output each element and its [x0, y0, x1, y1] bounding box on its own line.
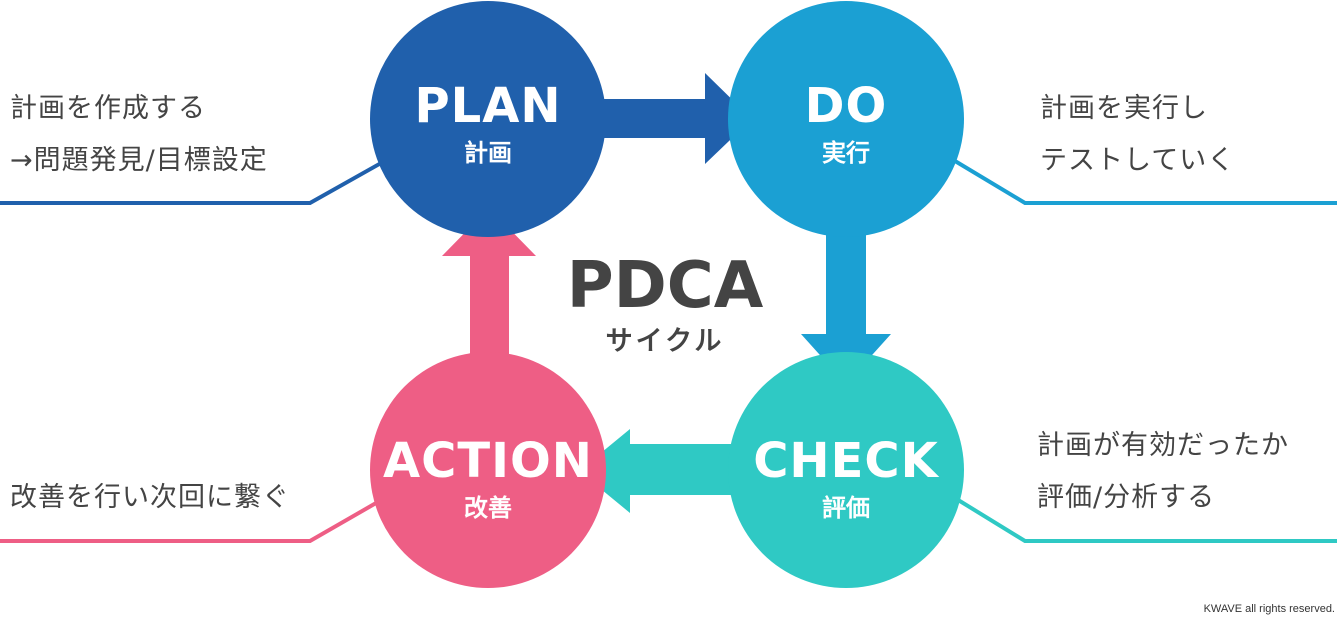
- center-title: PDCA: [566, 249, 764, 323]
- check-title: CHECK: [753, 433, 939, 489]
- action-to-plan-arrow: [442, 208, 536, 365]
- plan-desc-line: 計画を作成する: [10, 93, 206, 124]
- do-description: 計画を実行し テストしていく: [1040, 83, 1235, 187]
- check-desc-line: 計画が有効だったか: [1037, 430, 1289, 461]
- plan-title: PLAN: [414, 78, 562, 134]
- action-label: ACTION 改善: [378, 433, 598, 525]
- plan-subtitle: 計画: [464, 139, 512, 167]
- do-to-check-arrow: [801, 222, 891, 384]
- plan-circle: [370, 1, 606, 237]
- plan-description: 計画を作成する →問題発見/目標設定: [10, 83, 268, 187]
- action-description: 改善を行い次回に繋ぐ: [10, 472, 290, 524]
- check-circle: [728, 352, 964, 588]
- check-to-action-arrow: [579, 429, 748, 513]
- check-label: CHECK 評価: [736, 433, 956, 525]
- do-desc-line: 計画を実行し: [1040, 93, 1208, 124]
- action-desc-line: 改善を行い次回に繋ぐ: [10, 482, 290, 513]
- do-desc-line: テストしていく: [1040, 145, 1236, 176]
- check-desc-line: 評価/分析する: [1037, 482, 1216, 513]
- check-subtitle: 評価: [822, 494, 870, 522]
- plan-desc-line: →問題発見/目標設定: [10, 145, 268, 176]
- do-leader-line: [948, 156, 1337, 205]
- plan-label: PLAN 計画: [388, 78, 588, 170]
- do-circle: [728, 1, 964, 237]
- check-description: 計画が有効だったか 評価/分析する: [1037, 420, 1289, 524]
- copyright-notice: KWAVE all rights reserved.: [1203, 603, 1335, 615]
- action-subtitle: 改善: [464, 494, 512, 522]
- action-title: ACTION: [383, 433, 593, 489]
- do-label: DO 実行: [746, 78, 946, 170]
- action-leader-line: [0, 493, 391, 543]
- plan-leader-line: [0, 156, 391, 205]
- action-circle: [370, 352, 606, 588]
- center-subtitle: サイクル: [605, 326, 725, 357]
- do-subtitle: 実行: [822, 139, 870, 167]
- do-title: DO: [804, 78, 888, 134]
- plan-to-do-arrow: [590, 73, 752, 164]
- check-leader-line: [948, 493, 1337, 543]
